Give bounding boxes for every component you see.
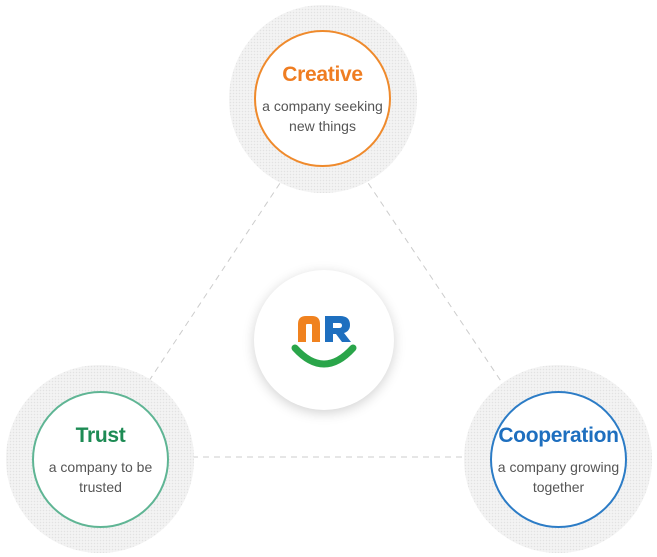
trust-title: Trust xyxy=(75,423,126,447)
cooperation-node: Cooperation a company growing together xyxy=(490,391,627,528)
trust-node: Trust a company to be trusted xyxy=(32,391,169,528)
cooperation-title: Cooperation xyxy=(498,423,619,447)
center-logo-circle xyxy=(254,270,394,410)
creative-description: a company seeking new things xyxy=(262,97,383,134)
connector-creative-cooperation xyxy=(355,164,516,403)
cooperation-description: a company growing together xyxy=(497,458,620,495)
creative-node: Creative a company seeking new things xyxy=(254,30,391,167)
creative-title: Creative xyxy=(282,62,363,86)
connector-creative-trust xyxy=(134,164,293,403)
nr-logo-icon xyxy=(291,316,357,368)
trust-description: a company to be trusted xyxy=(48,458,153,495)
